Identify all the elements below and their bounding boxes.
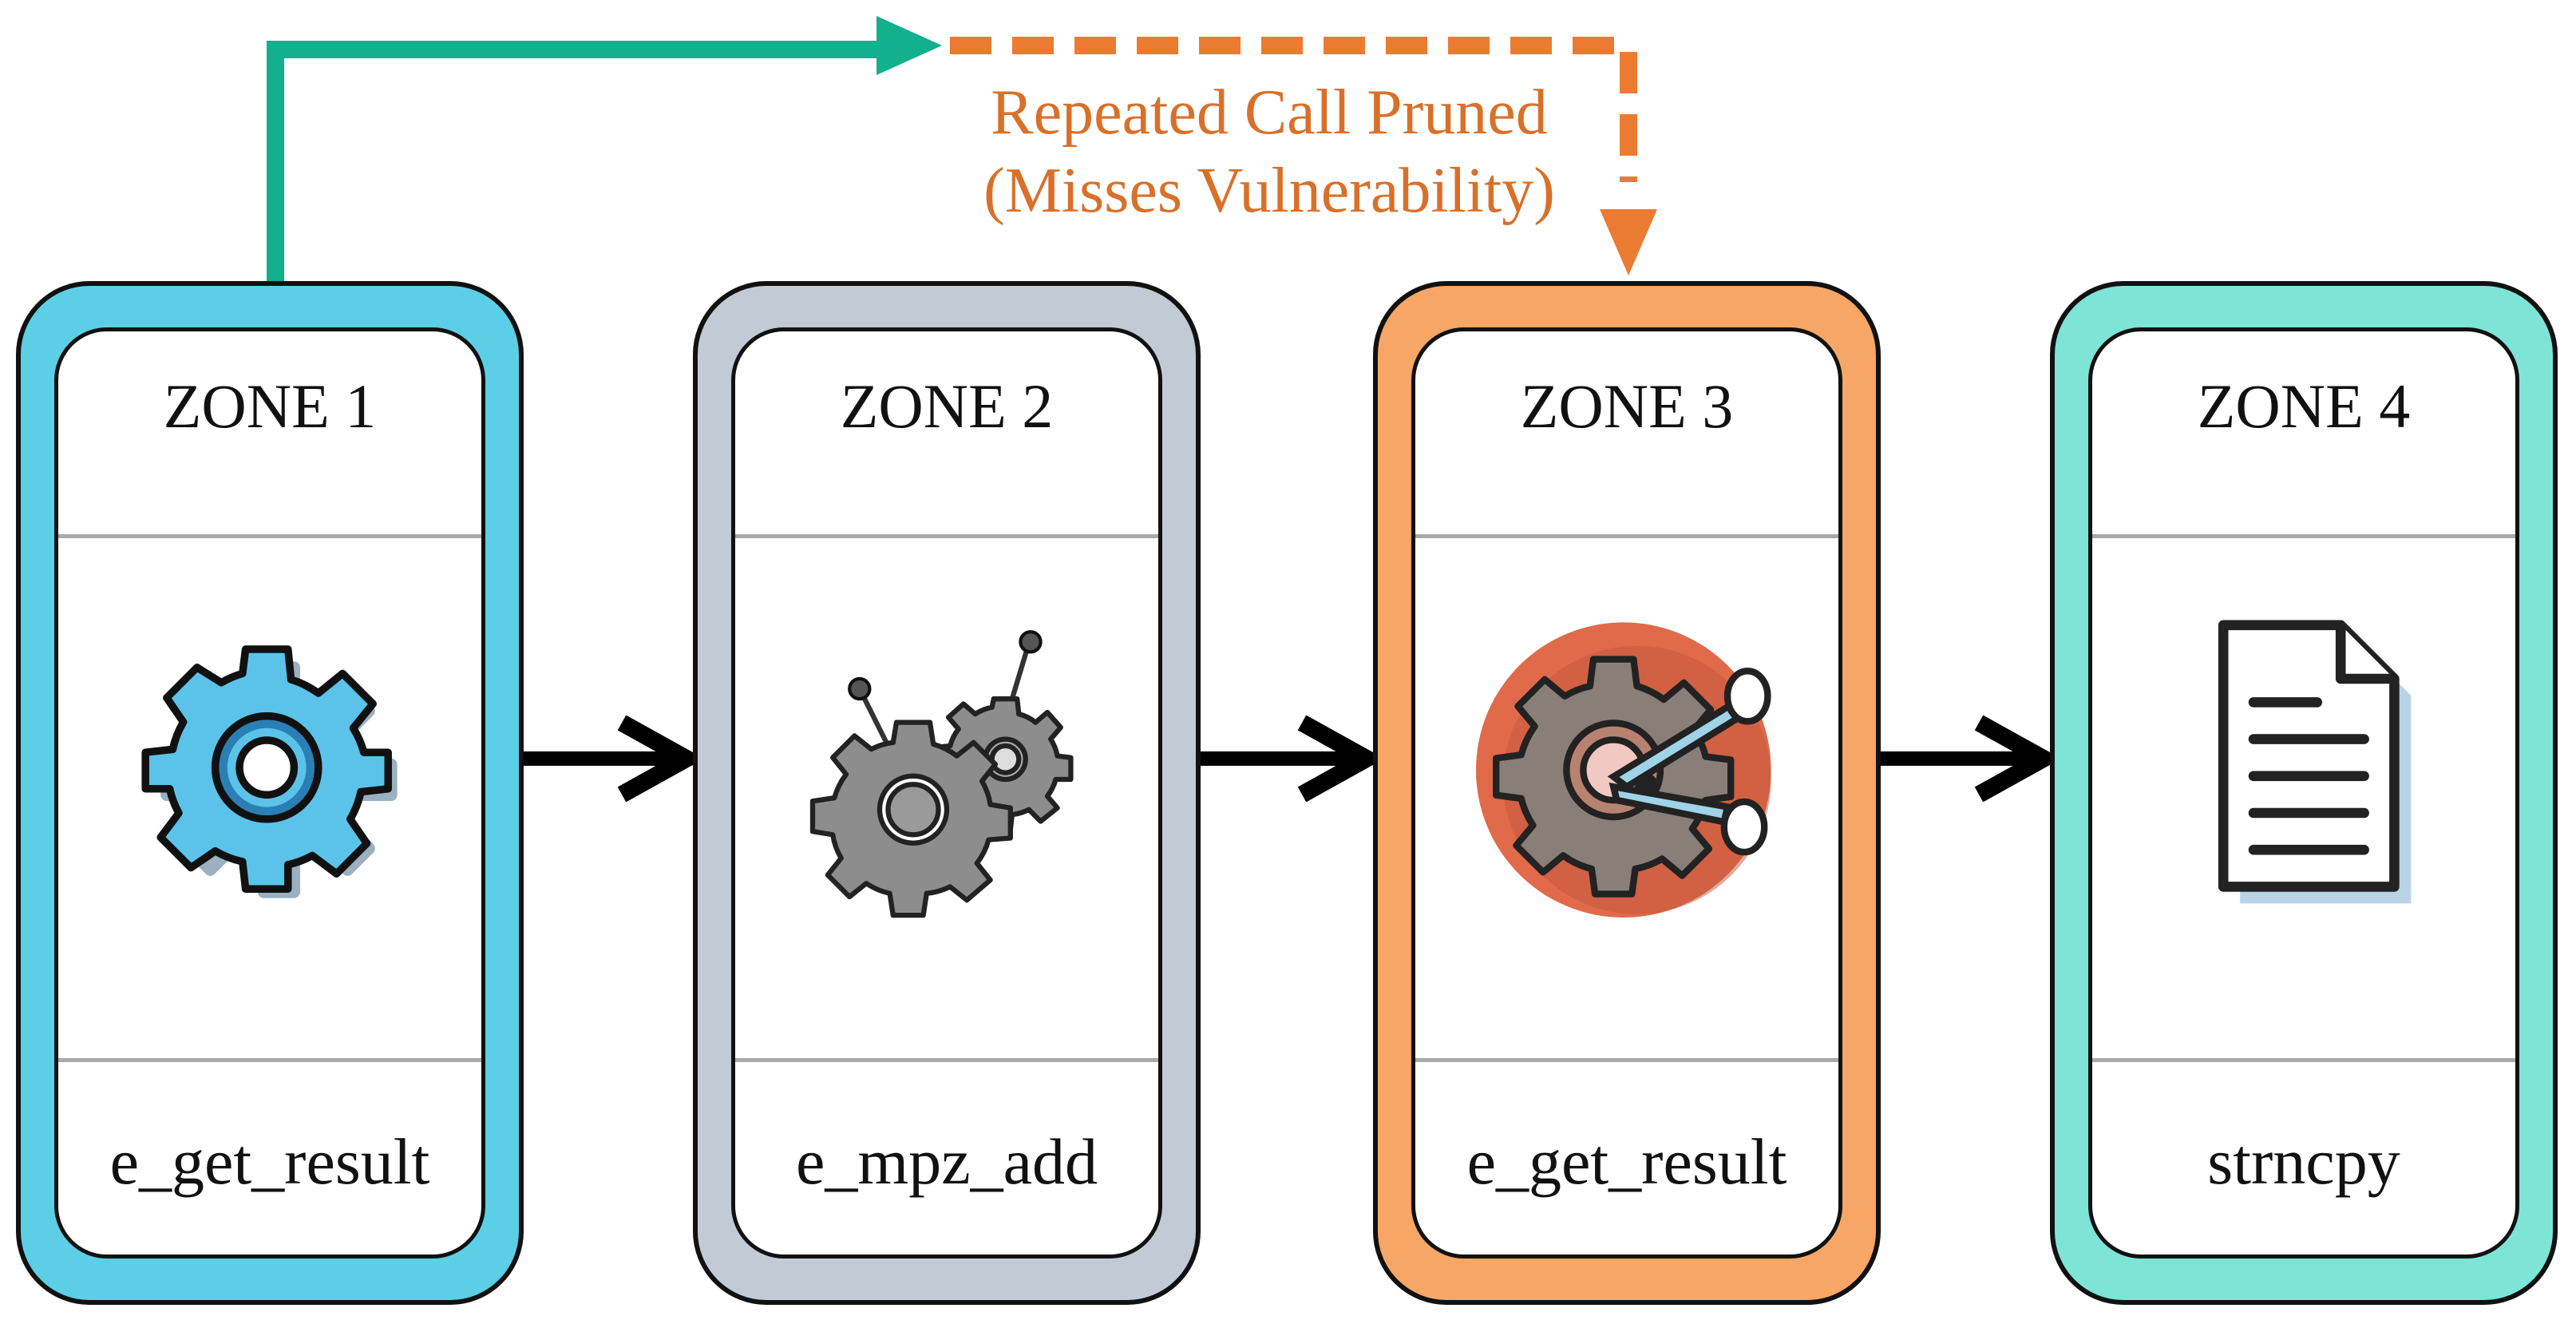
zone-2-card: ZONE 2 e_mpz_add xyxy=(693,281,1201,1305)
zone-1-function: e_get_result xyxy=(109,1125,430,1198)
zone-2-divider-top xyxy=(735,534,1158,538)
zone-3-function: e_get_result xyxy=(1466,1125,1787,1198)
pruned-label-line2: (Misses Vulnerability) xyxy=(983,156,1555,226)
zone-1-card: ZONE 1 xyxy=(16,281,524,1305)
document-icon xyxy=(2218,620,2412,904)
zone-3-card: ZONE 3 e_get_result xyxy=(1373,281,1881,1305)
pruned-label-line1: Repeated Call Pruned xyxy=(991,77,1548,148)
zone-2-function: e_mpz_add xyxy=(796,1125,1098,1198)
call-path-green xyxy=(267,41,884,281)
zone-3-title: ZONE 3 xyxy=(1520,371,1734,441)
zone-3-panel: ZONE 3 e_get_result xyxy=(1411,327,1842,1259)
zone-3-divider-top xyxy=(1415,534,1838,538)
zone-4-panel: ZONE 4 strncpy xyxy=(2088,327,2519,1259)
gear-icon xyxy=(141,645,398,898)
gear-scissors-icon xyxy=(1476,622,1771,918)
gears-icon xyxy=(809,630,1074,918)
zone-4-divider-bottom xyxy=(2092,1058,2515,1062)
pruned-path-dashed xyxy=(950,37,1637,182)
zone-1-panel: ZONE 1 xyxy=(54,327,485,1259)
green-arrowhead xyxy=(876,16,942,75)
zone-4-function: strncpy xyxy=(2207,1125,2400,1198)
pruned-arrowhead xyxy=(1600,209,1657,275)
zone-1-divider-top xyxy=(58,534,481,538)
zone-4-card: ZONE 4 strncpy xyxy=(2050,281,2558,1305)
zone-3-divider-bottom xyxy=(1415,1058,1838,1062)
zone-4-title: ZONE 4 xyxy=(2197,371,2411,441)
zone-1-title: ZONE 1 xyxy=(163,371,377,441)
zone-2-panel: ZONE 2 e_mpz_add xyxy=(731,327,1162,1259)
zone-4-divider-top xyxy=(2092,534,2515,538)
pruned-call-label: Repeated Call Pruned (Misses Vulnerabili… xyxy=(942,73,1597,230)
zone-2-title: ZONE 2 xyxy=(840,371,1054,441)
zone-2-divider-bottom xyxy=(735,1058,1158,1062)
zone-1-divider-bottom xyxy=(58,1058,481,1062)
